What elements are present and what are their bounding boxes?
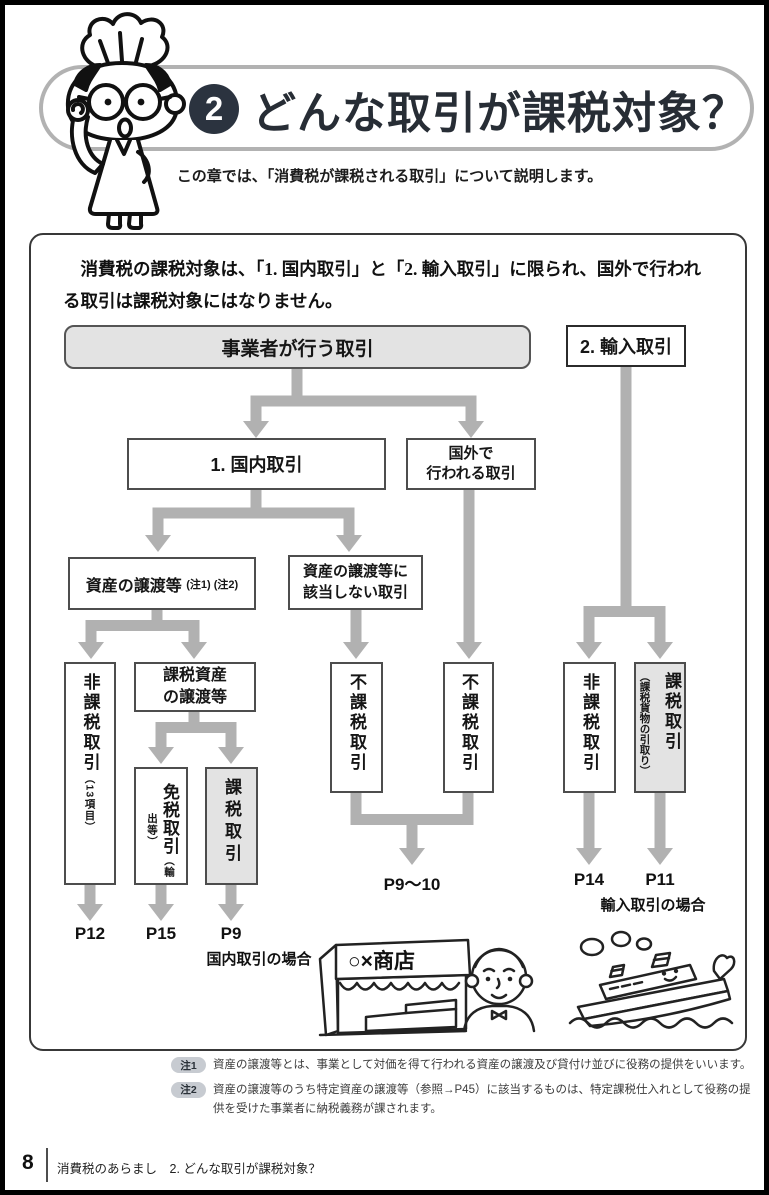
- box-nontaxable-domestic: 非課税取引（13項目）: [64, 662, 116, 885]
- box-outside-scope-1: 不課税取引: [330, 662, 383, 793]
- note2-text: 資産の譲渡等のうち特定資産の譲渡等（参照→P45）に該当するものは、特定課税仕入…: [213, 1083, 751, 1116]
- flowchart-panel: 消費税の課税対象は、「1. 国内取引」と「2. 輸入取引」に限られ、国外で行われ…: [29, 233, 747, 1051]
- import-case-label: 輸入取引の場合: [600, 897, 706, 914]
- flowchart: 事業者が行う取引 2. 輸入取引 1. 国内取引 国外で 行われる取引 資産の譲…: [31, 235, 745, 1049]
- footer-running-title: 消費税のあらまし 2. どんな取引が課税対象？: [57, 1162, 321, 1176]
- granny-mascot-illustration: [65, 12, 186, 230]
- box-domestic-transactions: 1. 国内取引: [127, 438, 386, 490]
- footnote-2: 注2 資産の譲渡等のうち特定資産の譲渡等（参照→P45）に該当するものは、特定課…: [171, 1081, 755, 1120]
- box-transactions-abroad: 国外で 行われる取引: [406, 438, 536, 490]
- page-ref-p15: P15: [145, 924, 177, 943]
- shop-sign-text: ○×商店: [348, 949, 415, 973]
- asset-transfer-label: 資産の譲渡等: [85, 577, 182, 595]
- note1-badge: 注1: [171, 1057, 206, 1073]
- box-exempt-transactions: 免税取引（輸出等）: [134, 767, 188, 885]
- nontaxable-domestic-label: 非課税取引: [80, 673, 100, 773]
- domestic-case-label: 国内取引の場合: [206, 951, 312, 968]
- footnote-1: 注1 資産の譲渡等とは、事業として対価を得て行われる資産の譲渡及び貸付け並びに役…: [171, 1056, 755, 1076]
- nontaxable-import-label: 非課税取引: [580, 673, 599, 773]
- page-number: 8: [22, 1151, 34, 1174]
- page-ref-p14: P14: [573, 870, 605, 889]
- taxable-domestic-label: 課税取引: [222, 778, 241, 866]
- page-footer: 8 消費税のあらまし 2. どんな取引が課税対象？: [5, 1148, 764, 1188]
- intro-paragraph: 消費税の課税対象は、「1. 国内取引」と「2. 輸入取引」に限られ、国外で行われ…: [63, 259, 702, 312]
- page-ref-p12: P12: [74, 924, 106, 943]
- box-asset-transfer: 資産の譲渡等 (注1) (注2): [68, 557, 256, 610]
- box-not-asset-transfer: 資産の譲渡等に 該当しない取引: [288, 555, 423, 610]
- flow-connector-arrows: [77, 366, 673, 921]
- page-title: どんな取引が課税対象？: [252, 89, 747, 138]
- box-taxable-asset-transfer: 課税資産 の譲渡等: [134, 662, 256, 712]
- box-outside-scope-2: 不課税取引: [443, 662, 494, 793]
- exempt-sub: （輸出等）: [146, 813, 175, 878]
- footnotes: 注1 資産の譲渡等とは、事業として対価を得て行われる資産の譲渡及び貸付け並びに役…: [171, 1056, 755, 1125]
- outside-scope-1-label: 不課税取引: [347, 673, 366, 773]
- shop-illustration: ○×商店: [318, 938, 536, 1037]
- box-business-transactions: 事業者が行う取引: [64, 325, 531, 369]
- box-nontaxable-import: 非課税取引: [563, 662, 616, 793]
- page-ref-p11: P11: [645, 870, 675, 889]
- exempt-label: 免税取引: [160, 783, 179, 855]
- chapter-number: 2: [204, 90, 224, 127]
- nontaxable-domestic-sub: （13項目）: [83, 773, 96, 833]
- box-taxable-import: 課税取引 （課税貨物の引取り）: [634, 662, 686, 793]
- taxable-import-label: 課税取引: [662, 672, 681, 752]
- taxable-import-sub: （課税貨物の引取り）: [638, 671, 651, 776]
- box-taxable-domestic: 課税取引: [205, 767, 258, 885]
- note1-text: 資産の譲渡等とは、事業として対価を得て行われる資産の譲渡及び貸付け並びに役務の提…: [213, 1059, 752, 1071]
- outside-scope-2-label: 不課税取引: [459, 673, 478, 773]
- chapter-subtitle: この章では、「消費税が課税される取引」について説明します。: [176, 168, 603, 185]
- chapter-number-badge: 2: [189, 84, 239, 134]
- ship-illustration: [568, 930, 736, 1029]
- page-ref-p9-10: P9～10: [383, 875, 441, 894]
- box-import-transactions: 2. 輸入取引: [566, 325, 686, 367]
- note2-badge: 注2: [171, 1081, 206, 1098]
- page-ref-p9: P9: [220, 924, 242, 943]
- footer-divider: [46, 1148, 48, 1182]
- asset-transfer-note-refs: (注1) (注2): [186, 578, 239, 591]
